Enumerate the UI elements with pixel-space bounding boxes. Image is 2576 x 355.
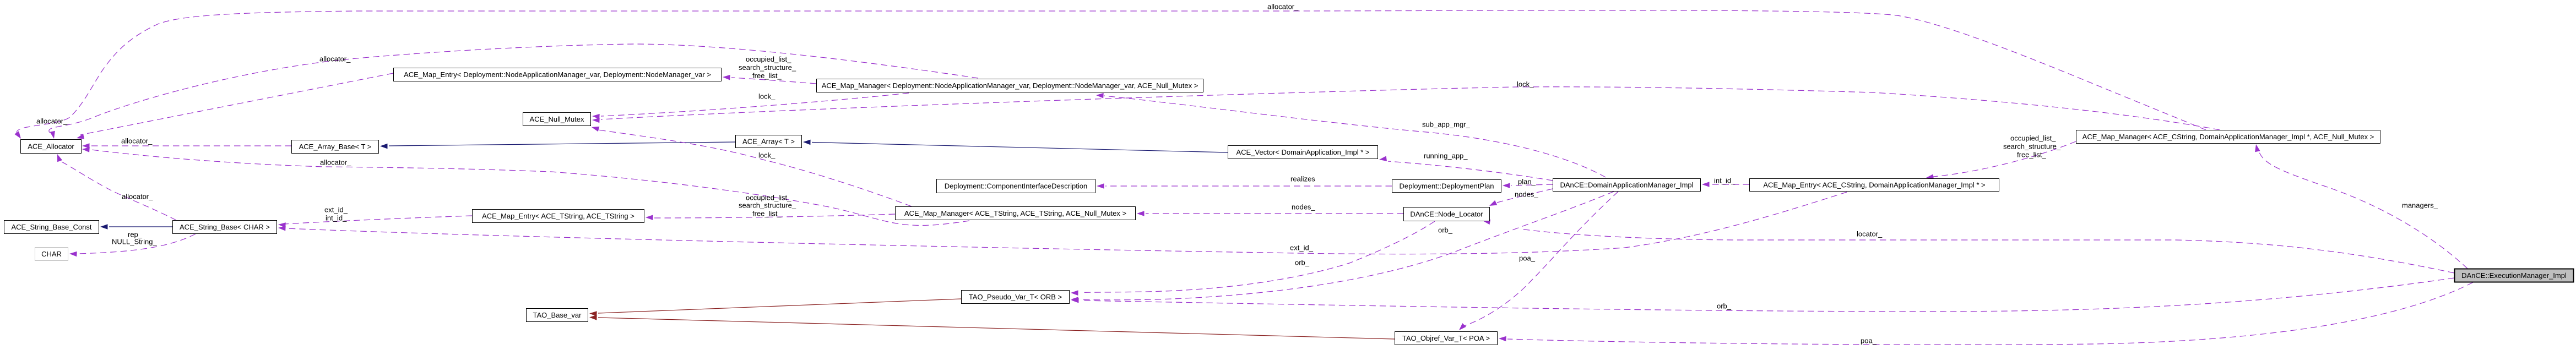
svg-text:free_list_: free_list_ (2017, 151, 2047, 159)
svg-text:allocator_: allocator_ (320, 159, 351, 167)
svg-text:ACE_Map_Entry< Deployment::Nod: ACE_Map_Entry< Deployment::NodeApplicati… (404, 70, 711, 79)
svg-text:search_structure_: search_structure_ (739, 201, 796, 210)
svg-text:rep_: rep_ (128, 231, 143, 239)
svg-text:orb_: orb_ (1438, 226, 1453, 234)
svg-text:poa_: poa_ (1861, 337, 1877, 345)
svg-text:poa_: poa_ (1519, 254, 1536, 263)
svg-text:Deployment::DeploymentPlan: Deployment::DeploymentPlan (1400, 182, 1494, 190)
svg-text:int_id_: int_id_ (1714, 177, 1736, 185)
svg-text:TAO_Base_var: TAO_Base_var (533, 311, 582, 319)
svg-text:sub_app_mgr_: sub_app_mgr_ (1422, 121, 1470, 129)
svg-text:ACE_Array_Base< T >: ACE_Array_Base< T > (299, 143, 372, 151)
svg-text:CHAR: CHAR (41, 250, 62, 258)
svg-text:nodes_: nodes_ (1515, 190, 1538, 199)
svg-text:allocator_: allocator_ (122, 193, 153, 201)
svg-text:DAnCE::ExecutionManager_Impl: DAnCE::ExecutionManager_Impl (2461, 271, 2567, 280)
svg-text:realizes: realizes (1290, 175, 1315, 183)
svg-text:ACE_String_Base_Const: ACE_String_Base_Const (12, 223, 92, 231)
svg-text:ext_id_: ext_id_ (324, 206, 348, 214)
svg-text:plan_: plan_ (1518, 178, 1536, 186)
svg-text:DAnCE::Node_Locator: DAnCE::Node_Locator (1410, 210, 1483, 219)
svg-text:ACE_Array< T >: ACE_Array< T > (742, 138, 795, 146)
svg-text:occupied_list_: occupied_list_ (746, 194, 791, 202)
svg-text:search_structure_: search_structure_ (739, 63, 796, 72)
svg-text:lock_: lock_ (1517, 80, 1534, 89)
svg-text:ACE_Allocator: ACE_Allocator (28, 143, 74, 151)
svg-text:occupied_list_: occupied_list_ (746, 55, 791, 63)
svg-text:allocator_: allocator_ (319, 55, 351, 63)
svg-text:allocator_: allocator_ (1267, 3, 1299, 11)
svg-text:lock_: lock_ (758, 151, 775, 160)
svg-text:allocator_: allocator_ (121, 137, 153, 145)
svg-text:TAO_Objref_Var_T< POA >: TAO_Objref_Var_T< POA > (1402, 334, 1490, 342)
svg-text:allocator_: allocator_ (36, 117, 68, 125)
svg-text:DAnCE::DomainApplicationManage: DAnCE::DomainApplicationManager_Impl (1560, 181, 1693, 189)
svg-text:free_list_: free_list_ (752, 210, 782, 218)
svg-text:ACE_Map_Entry< ACE_TString, AC: ACE_Map_Entry< ACE_TString, ACE_TString … (482, 212, 634, 220)
svg-text:NULL_String_: NULL_String_ (112, 238, 157, 246)
svg-text:ACE_Map_Manager< ACE_TString,: ACE_Map_Manager< ACE_TString, ACE_TStrin… (904, 209, 1126, 217)
svg-text:orb_: orb_ (1717, 302, 1732, 310)
svg-text:ACE_Null_Mutex: ACE_Null_Mutex (530, 115, 584, 123)
svg-text:ACE_Map_Manager< Deployment::N: ACE_Map_Manager< Deployment::NodeApplica… (822, 81, 1198, 90)
svg-text:orb_: orb_ (1295, 259, 1310, 267)
svg-text:int_id_: int_id_ (326, 214, 347, 222)
svg-text:TAO_Pseudo_Var_T< ORB >: TAO_Pseudo_Var_T< ORB > (969, 293, 1062, 301)
svg-text:ACE_Vector< DomainApplication_: ACE_Vector< DomainApplication_Impl * > (1236, 148, 1369, 156)
svg-text:free_list_: free_list_ (752, 72, 782, 80)
svg-text:running_app_: running_app_ (1424, 152, 1468, 160)
svg-text:Deployment::ComponentInterface: Deployment::ComponentInterfaceDescriptio… (945, 182, 1087, 190)
svg-text:ACE_Map_Entry< ACE_CString, Do: ACE_Map_Entry< ACE_CString, DomainApplic… (1763, 181, 1985, 189)
svg-text:nodes_: nodes_ (1292, 203, 1315, 211)
svg-text:locator_: locator_ (1857, 230, 1883, 238)
svg-text:occupied_list_: occupied_list_ (2010, 134, 2056, 143)
svg-text:search_structure_: search_structure_ (2003, 143, 2061, 151)
svg-text:ACE_Map_Manager< ACE_CString,: ACE_Map_Manager< ACE_CString, DomainAppl… (2083, 133, 2374, 141)
svg-text:ACE_String_Base< CHAR >: ACE_String_Base< CHAR > (180, 223, 270, 231)
svg-text:managers_: managers_ (2402, 201, 2438, 210)
svg-text:lock_: lock_ (758, 92, 775, 101)
svg-text:ext_id_: ext_id_ (1290, 244, 1314, 252)
